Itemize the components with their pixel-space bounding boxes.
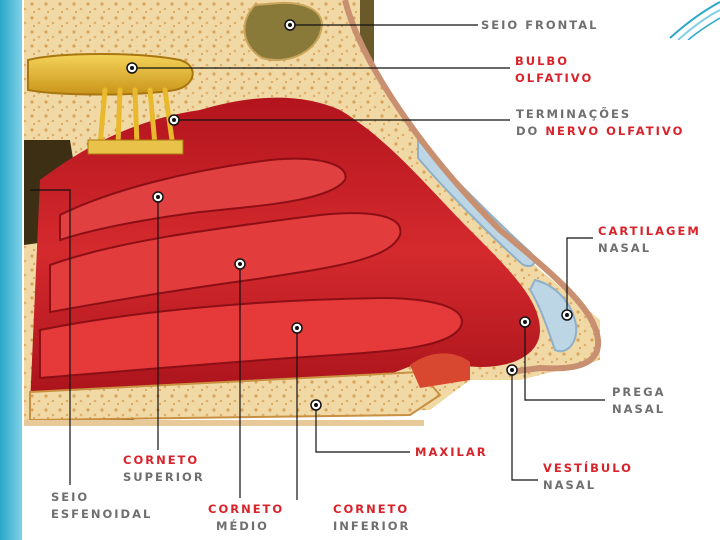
label-prega-nasal: PREGA NASAL <box>612 384 665 418</box>
label-text: INFERIOR <box>333 518 410 535</box>
label-seio-frontal: SEIO FRONTAL <box>481 17 599 34</box>
label-text: TERMINAÇÕES <box>516 106 684 123</box>
label-text: SEIO <box>51 489 152 506</box>
label-bulbo-olfativo: BULBO OLFATIVO <box>515 53 593 87</box>
olfactory-bulb <box>28 54 193 95</box>
label-corneto-medio: CORNETO MÉDIO <box>208 501 284 535</box>
label-text: CORNETO <box>208 501 284 518</box>
label-text: DO <box>516 124 539 138</box>
label-text: NASAL <box>543 477 633 494</box>
label-text: ESFENOIDAL <box>51 506 152 523</box>
label-text: OLFATIVO <box>515 70 593 87</box>
label-text: CARTILAGEM <box>598 223 701 240</box>
label-text: CORNETO <box>333 501 410 518</box>
label-text: MAXILAR <box>415 445 488 459</box>
label-corneto-superior: CORNETO SUPERIOR <box>123 452 205 486</box>
label-text: NASAL <box>598 240 701 257</box>
label-text: PREGA <box>612 384 665 401</box>
cribriform-plate <box>88 140 183 154</box>
label-text: SUPERIOR <box>123 469 205 486</box>
label-text: NASAL <box>612 401 665 418</box>
label-cartilagem-nasal: CARTILAGEM NASAL <box>598 223 701 257</box>
label-maxilar: MAXILAR <box>415 444 488 461</box>
label-text: SEIO FRONTAL <box>481 18 599 32</box>
label-seio-esfenoidal: SEIO ESFENOIDAL <box>51 489 152 523</box>
label-text: NERVO OLFATIVO <box>545 124 684 138</box>
label-text: CORNETO <box>123 452 205 469</box>
label-terminacoes-nervo-olfativo: TERMINAÇÕES DO NERVO OLFATIVO <box>516 106 684 140</box>
palate-edge <box>24 420 424 426</box>
label-text: MÉDIO <box>208 518 284 535</box>
label-text: BULBO <box>515 53 593 70</box>
label-corneto-inferior: CORNETO INFERIOR <box>333 501 410 535</box>
label-vestibulo-nasal: VESTÍBULO NASAL <box>543 460 633 494</box>
label-text: VESTÍBULO <box>543 460 633 477</box>
